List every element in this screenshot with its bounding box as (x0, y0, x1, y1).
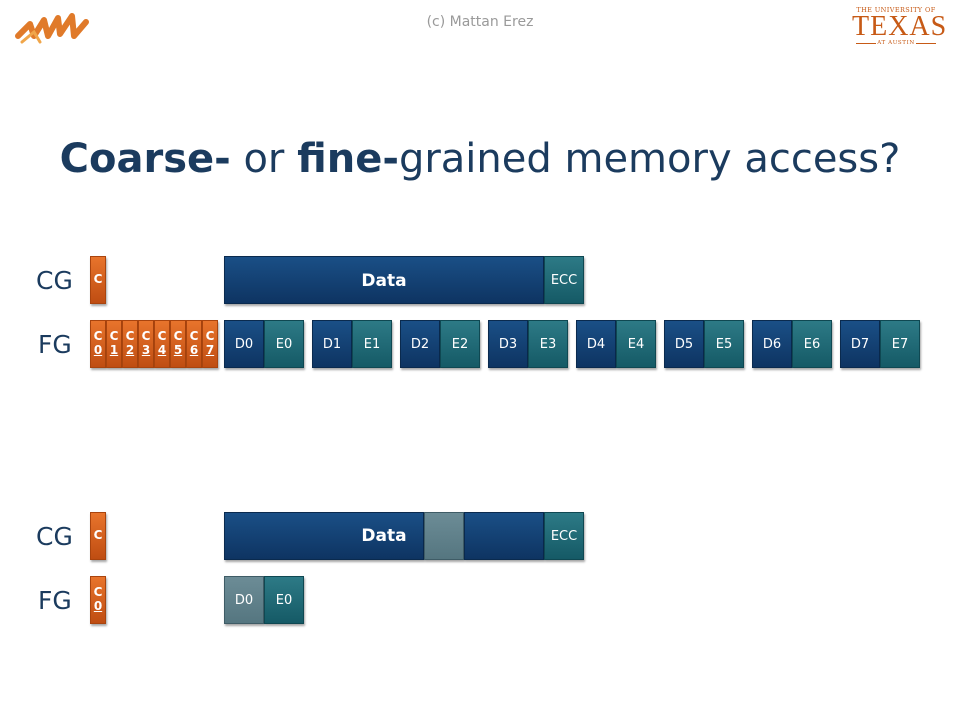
fg-data-block: D4 (576, 320, 616, 368)
fg-command-c: C (125, 329, 135, 343)
title-or: or (230, 136, 298, 182)
cg2-command-block: C (90, 512, 106, 560)
fg-ecc-block: E1 (352, 320, 392, 368)
title-rest: grained memory access? (398, 136, 901, 182)
fg-command-c: C (93, 329, 103, 343)
cg2-data-block-right (464, 512, 544, 560)
fg-command-n: 6 (189, 343, 199, 357)
cg2-data-block-left (224, 512, 424, 560)
cg-command-block: C (90, 256, 106, 304)
fg-command-n: 2 (125, 343, 135, 357)
fg-ecc-block: E5 (704, 320, 744, 368)
fg-command-c: C (189, 329, 199, 343)
ut-logo-line2: TEXAS (852, 11, 948, 42)
ut-logo-line1: THE UNIVERSITY OF (856, 6, 936, 14)
fg-command-n: 5 (173, 343, 183, 357)
cg-ecc-block: ECC (544, 256, 584, 304)
fg-ecc-block: E3 (528, 320, 568, 368)
fg-command-n: 4 (157, 343, 167, 357)
fg2-data-block: D0 (224, 576, 264, 624)
cg2-data-label: Data (361, 526, 407, 546)
fg-command-c: C (157, 329, 167, 343)
fg-ecc-block: E2 (440, 320, 480, 368)
fg-data-block: D6 (752, 320, 792, 368)
ut-logo-line3: AT AUSTIN (877, 40, 915, 46)
fg-data-block: D1 (312, 320, 352, 368)
fg-data-block: D2 (400, 320, 440, 368)
fg-command-c: C (141, 329, 151, 343)
fg-command-c: C (205, 329, 215, 343)
cg2-accessed-segment (424, 512, 464, 560)
cg-label: CG (36, 266, 73, 295)
fg-command-n: 1 (109, 343, 119, 357)
cg-data-block: Data (224, 256, 544, 304)
slide-title: Coarse- or fine-grained memory access? (0, 136, 960, 182)
fg-command-c: C (109, 329, 119, 343)
fg-ecc-block: E6 (792, 320, 832, 368)
fg2-command-block: C 0 (90, 576, 106, 624)
fg-command-n: 3 (141, 343, 151, 357)
fg-ecc-block: E4 (616, 320, 656, 368)
ut-rule-left (856, 43, 876, 44)
fg2-ecc-block: E0 (264, 576, 304, 624)
cg-command-label: C (93, 272, 103, 286)
lph-logo-icon (15, 13, 89, 44)
fg-label: FG (38, 330, 72, 359)
fg-ecc-block: E7 (880, 320, 920, 368)
fg-command-n: 7 (205, 343, 215, 357)
fg2-label: FG (38, 586, 72, 615)
fg-data-block: D3 (488, 320, 528, 368)
fg-data-block: D0 (224, 320, 264, 368)
cg2-command-label: C (93, 528, 103, 542)
cg2-label: CG (36, 522, 73, 551)
fg-ecc-block: E0 (264, 320, 304, 368)
ut-austin-logo: THE UNIVERSITY OF TEXAS AT AUSTIN (852, 6, 948, 48)
copyright-text: (c) Mattan Erez (426, 14, 534, 30)
fg-data-block: D5 (664, 320, 704, 368)
fg-command-n: 0 (93, 343, 103, 357)
fg-command-c: C (173, 329, 183, 343)
cg2-ecc-block: ECC (544, 512, 584, 560)
title-fine: fine- (297, 136, 399, 182)
fg2-command-n: 0 (93, 599, 103, 613)
fg2-command-c: C (93, 585, 103, 599)
title-coarse: Coarse- (59, 136, 231, 182)
fg-data-block: D7 (840, 320, 880, 368)
ut-rule-right (916, 43, 936, 44)
